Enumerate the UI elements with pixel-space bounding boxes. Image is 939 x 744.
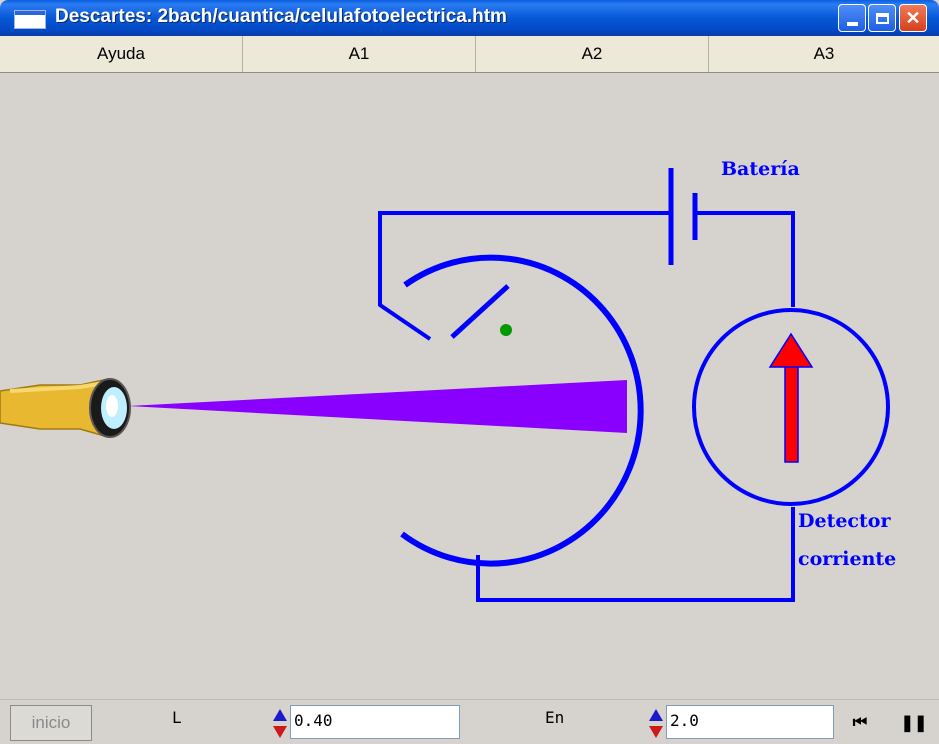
spin-up-icon[interactable] (649, 709, 663, 721)
circuit-wires (378, 211, 795, 602)
inicio-button[interactable]: inicio (10, 705, 92, 741)
menu-a2[interactable]: A2 (476, 36, 709, 72)
detector-arrow (768, 332, 814, 463)
light-beam (128, 380, 627, 433)
param-en-spinner[interactable] (648, 706, 665, 740)
detector-label-line2: corriente (798, 548, 896, 570)
flashlight-icon (0, 378, 131, 438)
rewind-button[interactable]: ⏮ (842, 706, 878, 740)
pause-button[interactable]: ❚❚ (896, 706, 932, 740)
param-l-label: L (172, 708, 182, 727)
battery (668, 168, 698, 265)
current-detector (692, 308, 890, 506)
close-button[interactable]: ✕ (899, 4, 927, 32)
detector-label-line1: Detector (798, 510, 891, 532)
spin-up-icon[interactable] (273, 709, 287, 721)
spin-down-icon[interactable] (649, 726, 663, 738)
rewind-icon: ⏮ (852, 714, 868, 731)
param-l-spinner[interactable] (272, 706, 289, 740)
param-en-input[interactable]: 2.0 (666, 705, 834, 739)
window-icon (14, 10, 46, 29)
pause-icon: ❚❚ (900, 715, 928, 732)
minimize-button[interactable] (838, 4, 866, 32)
anode-electrode (450, 284, 510, 339)
simulation-canvas: Batería Detector corriente (0, 73, 939, 699)
menu-a3[interactable]: A3 (813, 44, 835, 63)
electron (500, 324, 512, 336)
maximize-button[interactable] (868, 4, 896, 32)
close-icon: ✕ (905, 7, 921, 28)
spin-down-icon[interactable] (273, 726, 287, 738)
param-l-input[interactable]: 0.40 (290, 705, 460, 739)
maximize-icon (875, 12, 889, 24)
menu-ayuda[interactable]: Ayuda (0, 36, 243, 72)
cathode-electrode (400, 254, 644, 567)
menu-a1[interactable]: A1 (243, 36, 476, 72)
battery-label: Batería (721, 158, 800, 180)
title-bar: Descartes: 2bach/cuantica/celulafotoelec… (0, 0, 939, 36)
minimize-icon (846, 22, 858, 26)
menu-bar: Ayuda A1 A2 A3 (0, 36, 939, 73)
controls-bar: inicio L 0.40 En 2.0 ⏮ ❚❚ (0, 699, 939, 744)
param-en-label: En (545, 708, 565, 727)
window-title: Descartes: 2bach/cuantica/celulafotoelec… (55, 6, 507, 27)
